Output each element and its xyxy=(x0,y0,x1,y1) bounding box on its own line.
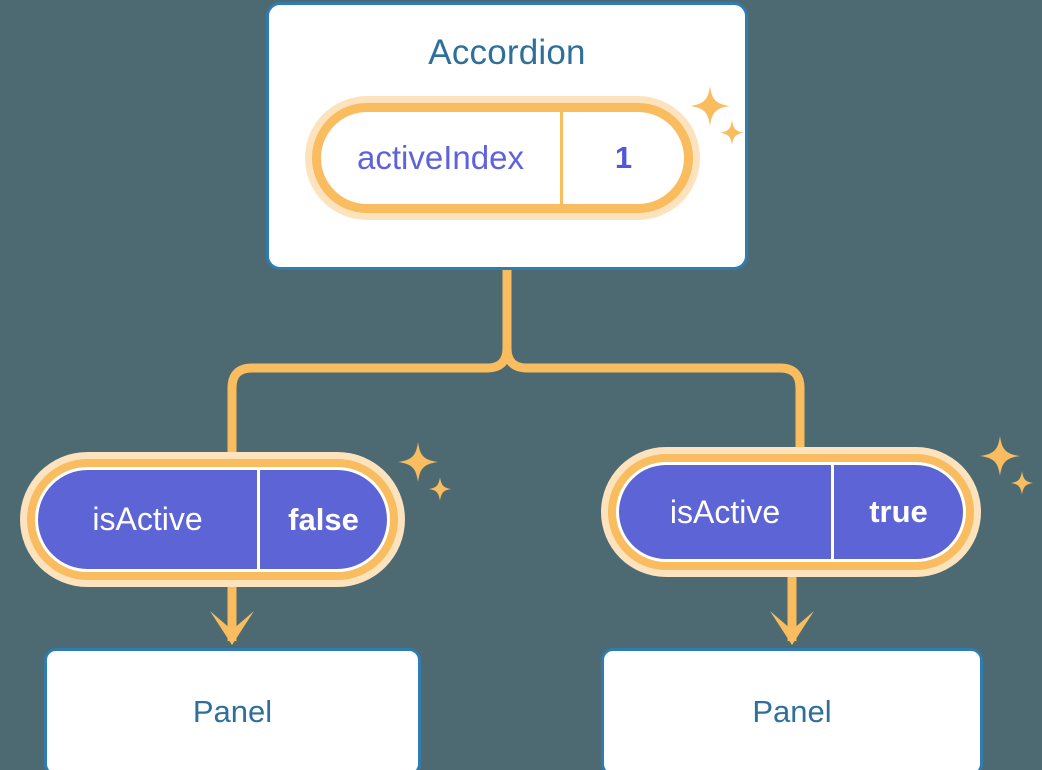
pill-ring: isActive false xyxy=(27,459,398,580)
pill-value-label: false xyxy=(288,501,359,537)
panel-box-left[interactable]: Panel xyxy=(44,648,421,770)
page-title: Accordion xyxy=(428,33,586,72)
pill-key-label: isActive xyxy=(38,470,260,569)
pill-value-label: 1 xyxy=(614,140,633,175)
arrow-down-icon xyxy=(770,577,814,645)
panel-box-right[interactable]: Panel xyxy=(601,648,983,770)
connector-branch-right xyxy=(502,347,805,447)
state-pill-isactive-true[interactable]: isActive true xyxy=(601,447,981,577)
pill-body: isActive true xyxy=(616,462,966,562)
sparkle-icon xyxy=(980,436,1033,495)
panel-label: Panel xyxy=(752,694,832,729)
pill-body: activeIndex 1 xyxy=(321,112,684,204)
state-pill-activeindex[interactable]: activeIndex 1 xyxy=(305,96,700,220)
state-pill-isactive-false[interactable]: isActive false xyxy=(20,452,405,587)
sparkle-icon xyxy=(398,442,451,501)
pill-ring: isActive true xyxy=(608,454,974,570)
pill-key-label: activeIndex xyxy=(321,112,563,204)
arrow-down-icon xyxy=(210,587,254,645)
connector-branch-left xyxy=(227,347,512,452)
pill-value-label: true xyxy=(869,494,928,529)
panel-label: Panel xyxy=(192,694,273,729)
pill-body: isActive false xyxy=(35,467,390,572)
pill-ring: activeIndex 1 xyxy=(312,103,693,213)
pill-key-label: isActive xyxy=(619,465,834,559)
